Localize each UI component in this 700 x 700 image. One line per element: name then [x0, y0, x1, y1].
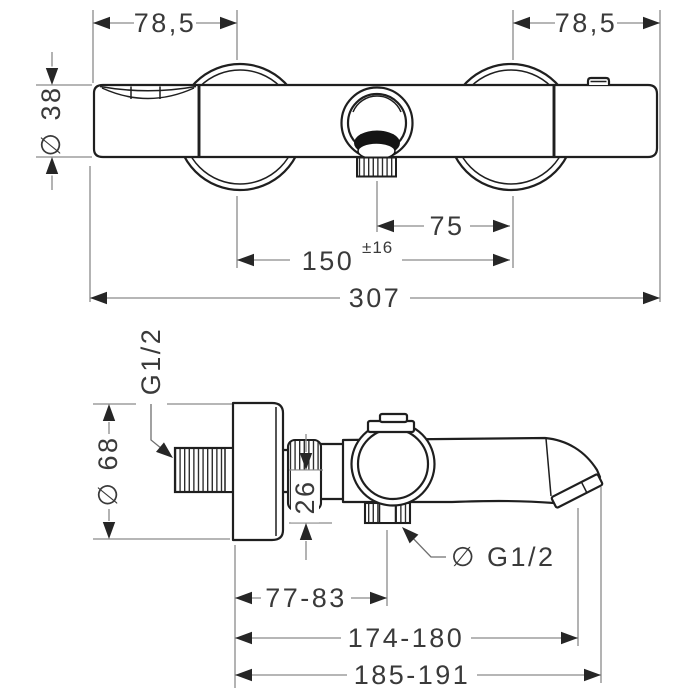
bath-outlet-hex [379, 504, 396, 522]
dim-centers-distance-label: 150 [302, 246, 355, 276]
dim-outlet-drop-halo [291, 470, 319, 523]
supply-thread [173, 446, 235, 494]
dimension-wall-to-spout-tip: 185-191 [235, 660, 601, 690]
side-view-dimensions: G1/2 ∅ 68 26 ∅ G1/2 [93, 327, 602, 690]
outlet-thread-label: ∅ G1/2 [451, 542, 556, 572]
dim-wall-to-spout-tip-label: 185-191 [354, 660, 471, 690]
top-view-dimensions: 78,5 78,5 75 150 ±16 3 [36, 8, 661, 313]
dome-cap-top [378, 412, 409, 424]
label-supply-thread: G1/2 [136, 327, 177, 463]
dim-body-diameter-label: ∅ 38 [36, 85, 66, 156]
neck [319, 442, 348, 501]
spout-seam [545, 438, 552, 497]
dimension-total-width: 307 [90, 283, 660, 313]
left-handle-grip-ticks [130, 86, 161, 99]
extension-lines-bottom [234, 487, 602, 688]
bath-outlet-hex-edges [378, 503, 397, 523]
cartridge-dome [356, 427, 430, 501]
dim-total-width-label: 307 [349, 283, 402, 313]
dimension-outlet-offset: 75 [377, 211, 510, 241]
dim-outlet-offset-label: 75 [429, 211, 464, 241]
supply-thread-label: G1/2 [136, 327, 166, 396]
dim-wall-to-outlet-label: 77-83 [265, 583, 347, 613]
outlet-thread-top [356, 156, 397, 178]
dim-wall-to-aerator-label: 174-180 [348, 623, 465, 653]
dimension-centers-distance: 150 ±16 [237, 238, 510, 276]
dimension-wall-to-aerator: 174-180 [235, 623, 578, 653]
dimension-width-left: 78,5 [93, 8, 237, 38]
left-handle [92, 83, 201, 159]
dim-width-left-label: 78,5 [134, 8, 197, 38]
extension-lines-top [89, 10, 661, 302]
side-view-object [173, 401, 604, 542]
dim-escutcheon-diameter-label: ∅ 68 [93, 435, 123, 506]
dimension-escutcheon-diameter: ∅ 68 [93, 403, 232, 540]
label-outlet-thread: ∅ G1/2 [397, 522, 556, 572]
dim-centers-tolerance-label: ±16 [362, 238, 393, 257]
escutcheon-disc [231, 401, 285, 542]
spout-aerator [550, 473, 604, 509]
left-handle-grip-scoop [101, 87, 195, 100]
dim-outlet-drop-label: 26 [290, 479, 320, 514]
outlet-ring-detail [352, 95, 402, 113]
right-handle [552, 83, 659, 159]
dimension-body-diameter: ∅ 38 [36, 52, 92, 190]
left-handle-grip-edge [99, 85, 197, 92]
supply-thread-collar [225, 449, 233, 491]
dimension-width-right: 78,5 [513, 8, 660, 38]
dimension-outlet-drop: 26 [289, 434, 332, 560]
dim-width-right-label: 78,5 [555, 8, 618, 38]
dimension-wall-to-outlet: 77-83 [235, 583, 387, 613]
top-view-object [92, 62, 659, 192]
